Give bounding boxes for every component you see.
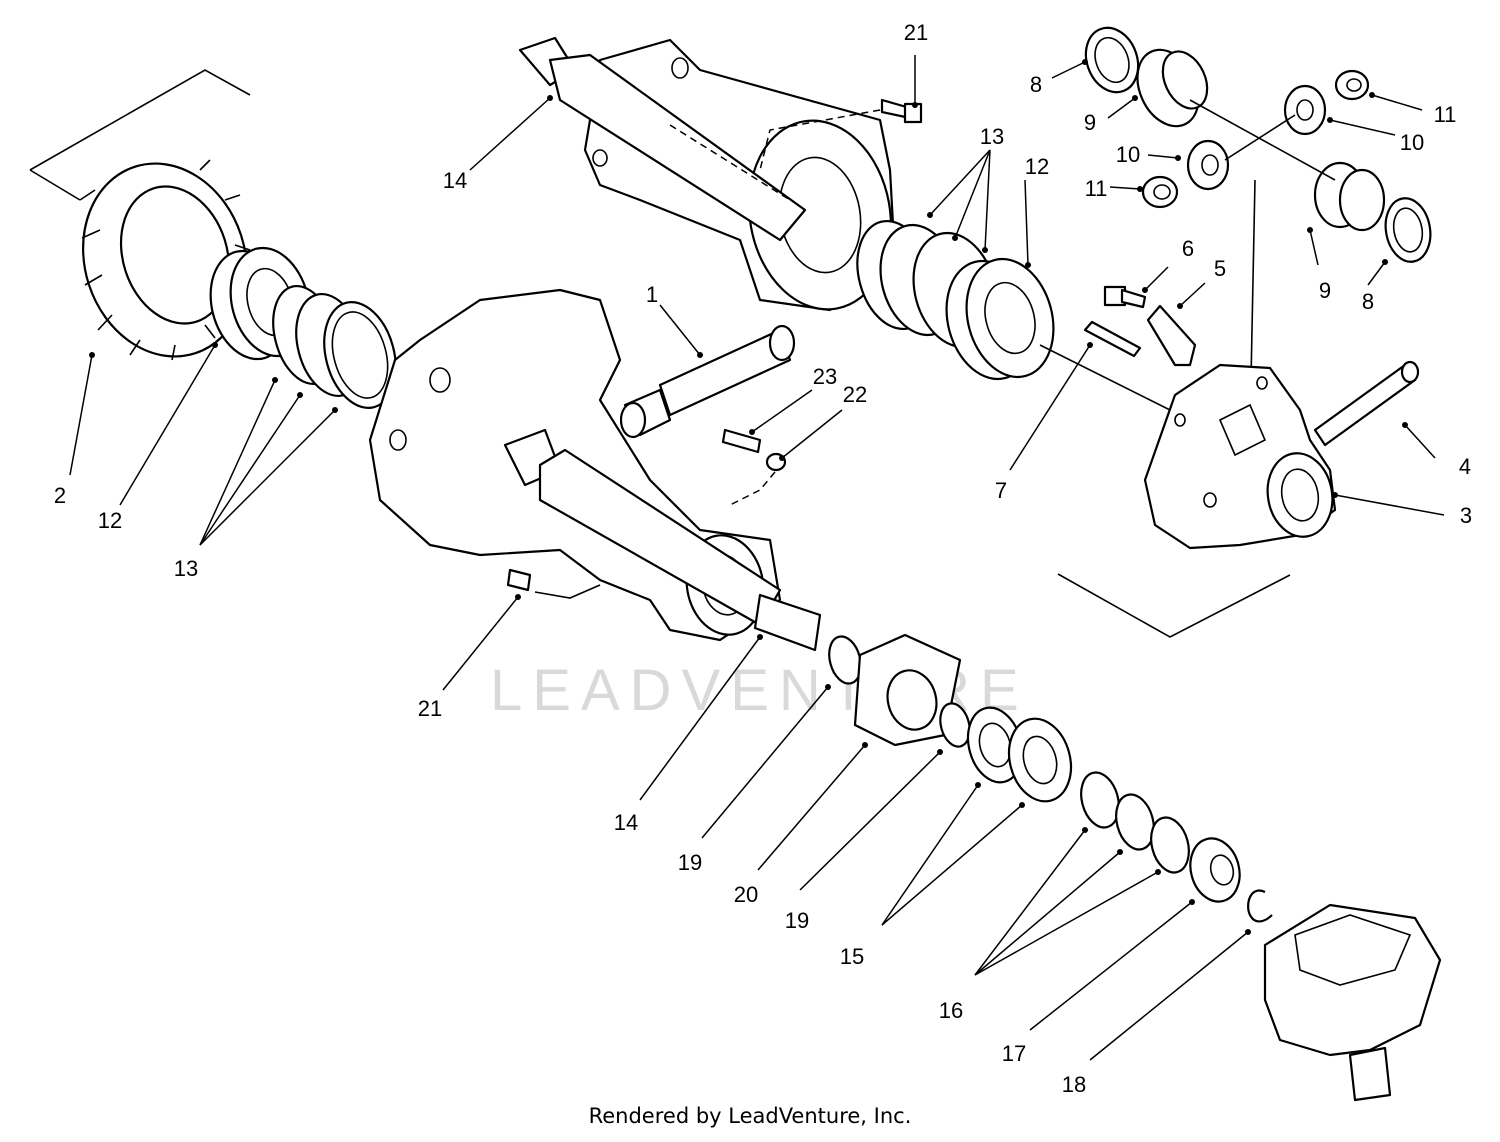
callout-13b: 13 [174,556,198,581]
callout-9b: 9 [1319,278,1331,303]
callout-13a: 13 [980,124,1004,149]
callout-labels: 1 2 3 4 5 6 7 8 8 9 9 10 10 11 11 12 12 … [54,20,1472,1097]
callout-8a: 8 [1030,72,1042,97]
part-thrust-washer-8-lower[interactable] [1381,195,1435,266]
guide-line-axle-to-case [1039,344,1171,411]
part-bolt-6[interactable] [1103,285,1147,309]
callout-10a: 10 [1116,142,1140,167]
callout-11a: 11 [1085,176,1108,201]
part-shims-16[interactable] [1075,768,1194,876]
callout-20: 20 [734,882,758,907]
guide-line-diff-pinions [1224,114,1296,161]
guide-line-bolt-lower [534,584,601,599]
part-axle-shaft-upper[interactable] [518,36,807,242]
callout-23: 23 [813,364,837,389]
guide-line-case-bottom [1057,573,1291,638]
part-differential-case-3[interactable] [1143,363,1339,550]
part-bolt-upper[interactable] [880,98,923,124]
callout-22: 22 [843,382,867,407]
part-pinion-gear-10-left[interactable] [1186,139,1230,191]
callout-16: 16 [939,998,963,1023]
callout-5: 5 [1214,256,1226,281]
callout-4: 4 [1459,454,1471,479]
part-side-gear-9-lower[interactable] [1313,161,1386,232]
callout-2: 2 [54,483,66,508]
part-bearings-15[interactable] [960,702,1080,809]
part-cross-shaft-4[interactable] [1313,360,1420,447]
callout-8b: 8 [1362,289,1374,314]
part-pinion-gear-10-right[interactable] [1283,84,1327,136]
callout-18: 18 [1062,1072,1086,1097]
part-ring-gear[interactable] [29,69,271,378]
callout-7: 7 [995,478,1007,503]
part-bearing-housing[interactable] [853,633,962,747]
part-washer-11-left[interactable] [1141,175,1179,209]
callout-14a: 14 [443,168,467,193]
part-bolt-lower[interactable] [506,568,532,592]
guide-line-bolt-upper [759,109,881,171]
part-lock-plate-5[interactable] [1146,304,1197,367]
callout-15: 15 [840,944,864,969]
part-bearing-left[interactable] [199,239,321,368]
render-credit-caption: Rendered by LeadVenture, Inc. [588,1104,912,1128]
callout-9a: 9 [1084,110,1096,135]
part-axle-shaft-lower[interactable] [503,428,822,652]
callout-12a: 12 [1025,154,1049,179]
callout-10b: 10 [1400,130,1424,155]
callout-3: 3 [1460,503,1472,528]
leader-lines [69,55,1445,1061]
part-thrust-washer-8-upper[interactable] [1077,20,1147,99]
part-retaining-ring-18[interactable] [1247,889,1273,923]
callout-19b: 19 [785,908,809,933]
part-bearing-right[interactable] [934,249,1066,389]
part-shims-left[interactable] [263,279,407,416]
callout-17: 17 [1002,1041,1026,1066]
callout-1: 1 [646,282,658,307]
leader-dots [89,59,1408,935]
guide-line-washer [729,471,776,506]
callout-11b: 11 [1434,102,1457,127]
part-snap-ring-19-b[interactable] [936,700,974,750]
part-pinion-shaft[interactable] [619,324,796,439]
callout-21a: 21 [904,20,928,45]
callout-21b: 21 [418,696,442,721]
guide-line-diff-gears [1189,99,1336,181]
callout-12b: 12 [98,508,122,533]
part-washer-11-right[interactable] [1334,69,1370,101]
callout-19a: 19 [678,850,702,875]
part-side-gear-17[interactable] [1184,833,1247,907]
part-gearbox-housing [1263,903,1442,1102]
part-pin-7[interactable] [1083,320,1142,358]
part-side-gear-9-upper[interactable] [1126,40,1216,136]
callout-14b: 14 [614,810,638,835]
part-bolt-23[interactable] [721,428,762,454]
callout-6: 6 [1182,236,1194,261]
